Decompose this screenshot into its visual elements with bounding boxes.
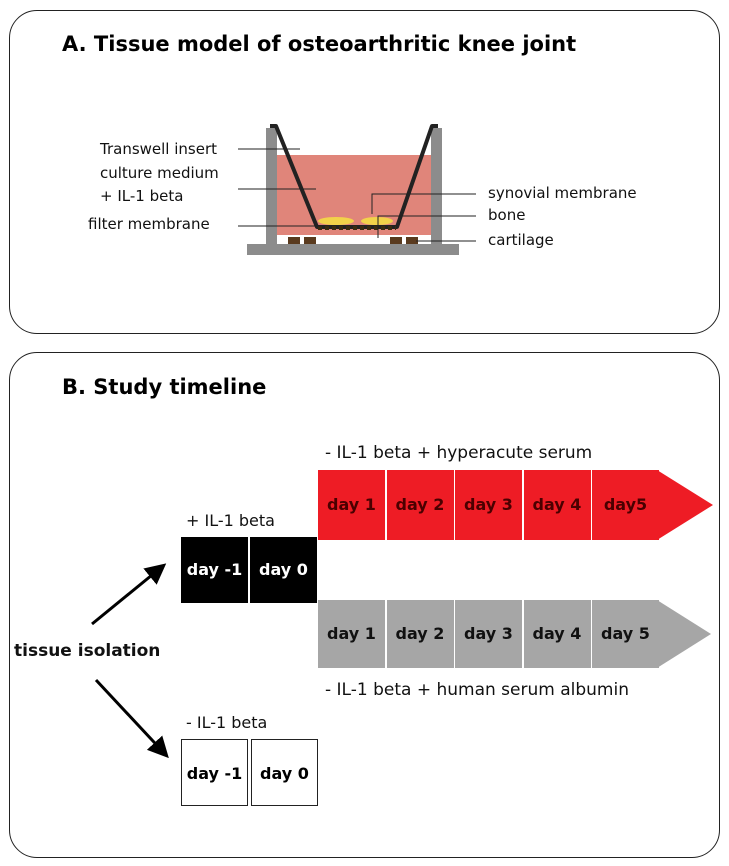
well-left-wall (266, 128, 277, 246)
arrow-to-il1-minus (94, 678, 169, 759)
il1-plus-label: + IL-1 beta (186, 511, 275, 530)
il1-minus-day-box: day 0 (251, 739, 318, 806)
il1-minus-day-box: day -1 (181, 739, 248, 806)
cartilage-block (406, 237, 418, 244)
albumin-day-box: day 1 (318, 600, 385, 668)
hyperacute-day-box: day 1 (318, 470, 385, 540)
cartilage-block (304, 237, 316, 244)
bone-block (348, 235, 358, 244)
label-filter-membrane: filter membrane (88, 215, 210, 233)
il1-plus-day-box: day 0 (250, 537, 317, 603)
il1-minus-label: - IL-1 beta (186, 713, 268, 732)
leader-bone (377, 215, 476, 238)
cartilage-block (288, 237, 300, 244)
hyperacute-day-box: day 2 (386, 470, 454, 540)
albumin-label: - IL-1 beta + human serum albumin (325, 680, 629, 700)
label-transwell-insert: Transwell insert (100, 140, 218, 158)
label-bone: bone (488, 206, 526, 224)
tissue-isolation-label: tissue isolation (14, 641, 161, 661)
bone-block (335, 235, 345, 244)
bone-block (361, 235, 371, 244)
albumin-day-box: day 5 (592, 600, 659, 668)
label-culture-medium: culture medium (100, 164, 219, 182)
il1-plus-day-box: day -1 (181, 537, 248, 603)
label-cartilage: cartilage (488, 231, 554, 249)
arrow-to-il1-plus (91, 563, 167, 626)
leader-synovial (371, 193, 476, 214)
hyperacute-day-box: day5 (592, 470, 659, 540)
synovial-membrane (361, 217, 393, 225)
cartilage-block (390, 237, 402, 244)
albumin-day-box: day 3 (455, 600, 522, 668)
bone-block (374, 235, 384, 244)
albumin-arrowhead (657, 600, 711, 668)
synovial-membrane (318, 217, 354, 225)
well-right-wall (431, 128, 442, 246)
label-synovial-membrane: synovial membrane (488, 184, 637, 202)
panel-a-title: A. Tissue model of osteoarthritic knee j… (62, 32, 577, 56)
bone-block (322, 235, 332, 244)
hyperacute-arrowhead (657, 470, 713, 540)
albumin-day-box: day 2 (386, 600, 454, 668)
label-il1-beta: + IL-1 beta (100, 187, 184, 205)
albumin-day-box: day 4 (523, 600, 591, 668)
panel-b-title: B. Study timeline (62, 375, 267, 399)
well-base (247, 244, 459, 255)
hyperacute-day-box: day 4 (523, 470, 591, 540)
hyperacute-day-box: day 3 (455, 470, 522, 540)
hyperacute-label: - IL-1 beta + hyperacute serum (325, 443, 593, 463)
